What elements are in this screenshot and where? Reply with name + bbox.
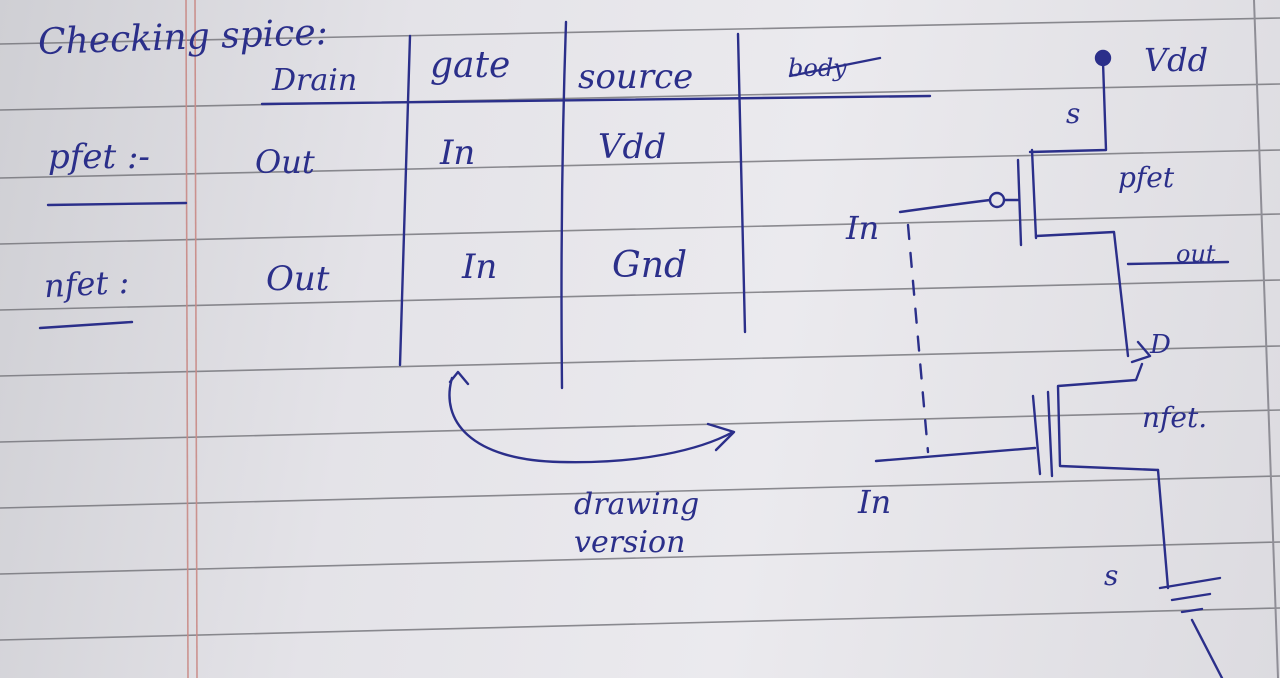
nfet-device-label: nfet. [1142, 401, 1208, 434]
header-body: body [788, 54, 847, 82]
input-label-bottom: In [858, 483, 892, 521]
header-drain: Drain [272, 63, 358, 98]
header-source: source [578, 57, 694, 97]
nfet-drain-label: D [1150, 330, 1171, 360]
row-label-pfet: pfet :- [48, 137, 150, 177]
table-column-line-1 [398, 34, 412, 367]
pfet-source-value: Vdd [598, 127, 667, 167]
pfet-gate-plate [1016, 158, 1023, 247]
pfet-channel [1030, 148, 1038, 240]
margin-line [185, 0, 198, 678]
row-label-nfet: nfet : [43, 262, 131, 306]
pfet-gate-bubble [988, 191, 1006, 209]
drain-arrow [1130, 340, 1152, 364]
nfet-gate-value: In [462, 247, 498, 287]
pfet-gate-value: In [440, 133, 476, 173]
table-header-rule [260, 94, 932, 106]
arrow-note: drawing version [574, 487, 700, 560]
nfet-drain-wire [1056, 362, 1160, 472]
page-title: Checking spice: [37, 11, 329, 64]
pfet-input-wire [898, 198, 992, 214]
nfet-input-wire [874, 446, 1037, 463]
pfet-source-label: s [1066, 97, 1081, 130]
nfet-gate-plate [1031, 394, 1042, 476]
source-wire [1156, 468, 1170, 590]
header-gate: gate [430, 45, 511, 86]
drawing-arrow [448, 376, 735, 464]
arrowhead-left [448, 370, 470, 386]
pfet-device-label: pfet [1118, 161, 1175, 194]
nfet-source-label: s [1104, 559, 1119, 592]
vdd-label: Vdd [1144, 41, 1209, 79]
ground-symbol [1158, 576, 1222, 614]
input-label-top: In [846, 209, 880, 247]
pfet-drain-wire [1034, 230, 1130, 358]
ruled-lines [0, 17, 1280, 641]
pfet-drain-value: Out [255, 143, 315, 181]
pfet-label-underline [46, 201, 188, 207]
nfet-label-underline [38, 320, 134, 330]
table-column-line-3 [736, 32, 747, 334]
output-label: out [1176, 240, 1216, 268]
nfet-drain-value: Out [266, 259, 330, 299]
input-dashed-link [906, 223, 930, 454]
nfet-source-value: Gnd [612, 245, 687, 286]
out-wire [1126, 260, 1230, 266]
vdd-wire [1028, 60, 1108, 154]
nfet-channel [1046, 390, 1054, 478]
arrowhead-right [706, 422, 736, 452]
table-column-line-2 [560, 20, 568, 390]
strikeout [788, 56, 882, 78]
page-edge [1253, 0, 1279, 678]
